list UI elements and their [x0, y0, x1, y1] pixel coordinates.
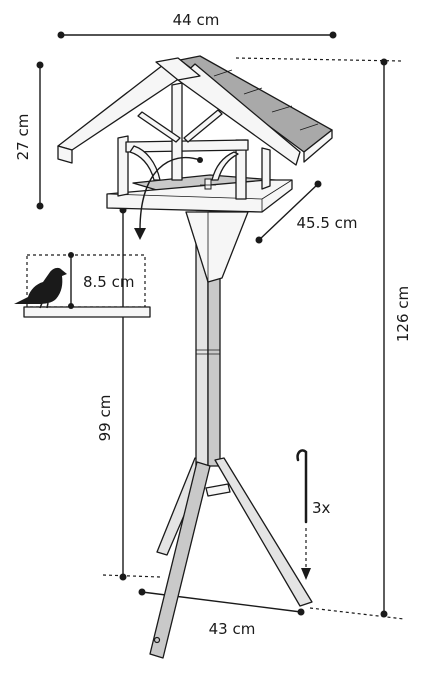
roof [57, 55, 333, 166]
width-label: 44 cm [173, 11, 220, 29]
stand [149, 209, 313, 659]
perch-inset: 8.5 cm [14, 252, 151, 318]
bird-icon [14, 267, 67, 309]
roof-height-label: 27 cm [14, 114, 32, 161]
total-height-label: 126 cm [394, 286, 412, 342]
width-dimension: 44 cm [57, 11, 337, 39]
pole-height-label: 99 cm [96, 395, 114, 442]
stake-count-label: 3x [312, 499, 331, 517]
depth-dimension: 45.5 cm [255, 180, 358, 244]
house-frame [117, 82, 271, 240]
stake-icon [296, 449, 308, 524]
roof-height-dimension: 27 cm [14, 61, 44, 210]
pole-height-dimension: 99 cm [96, 206, 161, 581]
base-width-label: 43 cm [209, 620, 256, 638]
perch-height-label: 8.5 cm [83, 273, 134, 291]
ground-stake: 3x [296, 449, 331, 580]
total-height-dimension: 126 cm [235, 57, 412, 620]
depth-label: 45.5 cm [296, 214, 357, 232]
